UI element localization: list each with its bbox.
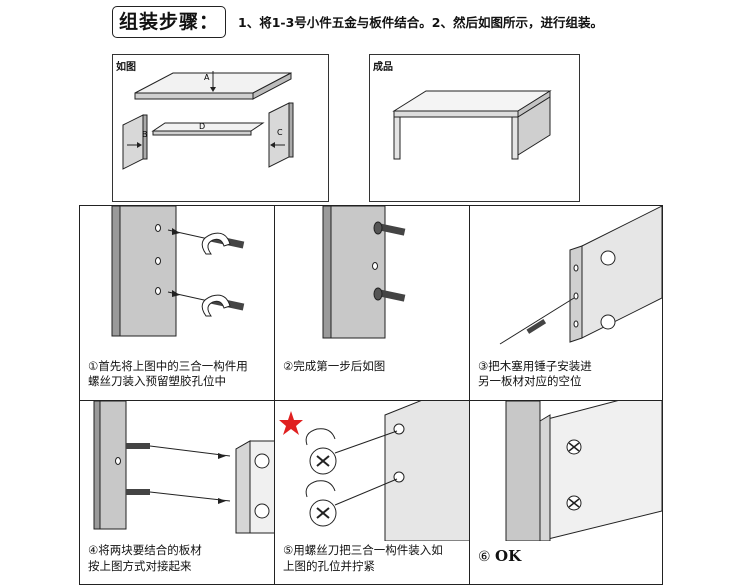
- label-c: C: [277, 128, 283, 137]
- step-5: ⑤用螺丝刀把三合一构件装入如 上图的孔位并拧紧: [275, 401, 470, 584]
- step-4-illustration: [93, 401, 274, 534]
- step-3: ③把木塞用锤子安装进 另一板材对应的空位: [470, 206, 662, 401]
- instruction-text: 1、将1-3号小件五金与板件结合。2、然后如图所示，进行组装。: [238, 15, 603, 30]
- step-6: ⑥ OK: [470, 401, 662, 584]
- exploded-diagram-panel: 如图 A B D C: [112, 54, 329, 202]
- diagram-label: 如图: [116, 62, 136, 73]
- label-b: B: [142, 130, 148, 139]
- step-6-number: ⑥: [478, 549, 491, 565]
- step-6-ok: OK: [495, 547, 522, 565]
- exploded-diagram: A B D C: [122, 71, 294, 170]
- step-5-illustration: [279, 401, 469, 541]
- assembly-steps-grid: ①首先将上图中的三合一构件用 螺丝刀装入预留塑胶孔位中 ②完成第一步后如图: [79, 205, 663, 585]
- step-2-caption-line1: ②完成第一步后如图: [283, 359, 386, 373]
- finished-product-panel: 成品: [369, 54, 580, 202]
- step-4: ④将两块要结合的板材 按上图方式对接起来: [80, 401, 275, 584]
- step-1-illustration: [111, 206, 245, 337]
- step-1-caption-line2: 螺丝刀装入预留塑胶孔位中: [88, 374, 226, 388]
- step-2-illustration: [322, 206, 406, 339]
- step-1-caption-line1: ①首先将上图中的三合一构件用: [88, 359, 248, 373]
- step-5-caption-line1: ⑤用螺丝刀把三合一构件装入如: [283, 543, 443, 557]
- finished-product-drawing: [392, 90, 552, 160]
- step-6-illustration: [505, 401, 662, 541]
- step-3-caption-line1: ③把木塞用锤子安装进: [478, 359, 592, 373]
- step-2: ②完成第一步后如图: [275, 206, 470, 401]
- label-a: A: [204, 73, 210, 82]
- step-6-caption: ⑥ OK: [478, 549, 521, 565]
- step-5-caption-line2: 上图的孔位并拧紧: [283, 559, 375, 573]
- step-4-caption-line2: 按上图方式对接起来: [88, 559, 192, 573]
- page-title: 组装步骤：: [112, 6, 226, 38]
- label-d: D: [199, 122, 205, 131]
- step-3-caption-line2: 另一板材对应的空位: [478, 374, 582, 388]
- product-label: 成品: [373, 62, 393, 73]
- step-1: ①首先将上图中的三合一构件用 螺丝刀装入预留塑胶孔位中: [80, 206, 275, 401]
- star-icon: [279, 411, 303, 435]
- step-4-caption-line1: ④将两块要结合的板材: [88, 543, 202, 557]
- step-3-illustration: [499, 206, 662, 345]
